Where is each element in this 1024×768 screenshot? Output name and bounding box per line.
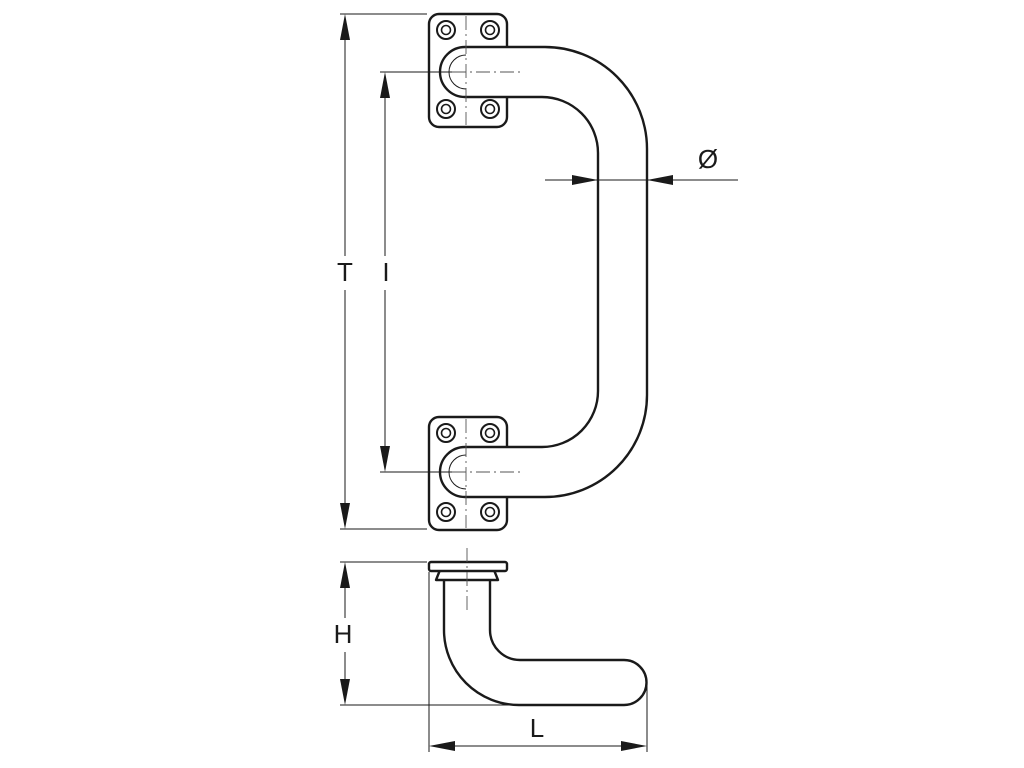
- screw-hole: [480, 502, 500, 522]
- screw-hole: [436, 20, 456, 40]
- screw-hole: [480, 20, 500, 40]
- label-diameter: Ø: [698, 144, 718, 174]
- handle-side-view: [427, 548, 648, 707]
- dimension-t: T: [337, 13, 427, 530]
- side-view-bar: [442, 572, 648, 707]
- screw-hole: [436, 99, 456, 119]
- label-i: I: [382, 257, 389, 287]
- label-l: L: [530, 713, 544, 743]
- handle-front-view: [427, 12, 649, 532]
- screw-hole: [480, 99, 500, 119]
- dimension-diameter: Ø: [545, 144, 738, 185]
- screw-hole: [436, 502, 456, 522]
- screw-hole: [480, 423, 500, 443]
- dimension-h: H: [334, 561, 520, 706]
- side-view-plate: [427, 560, 509, 573]
- dimension-l: L: [428, 572, 648, 752]
- dimension-i: I: [380, 71, 452, 473]
- handle-bar: [438, 45, 649, 499]
- label-h: H: [334, 619, 353, 649]
- screw-hole: [436, 423, 456, 443]
- label-t: T: [337, 257, 353, 287]
